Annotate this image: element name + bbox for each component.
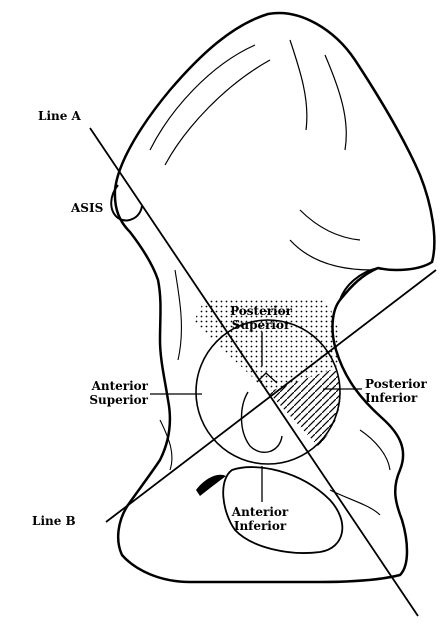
anterior-superior-line-2: Superior <box>56 393 148 407</box>
anterior-inferior-line-1: Anterior <box>215 505 305 519</box>
anterior-inferior-line-2: Inferior <box>215 519 305 533</box>
anterior-inferior-label: Anterior Inferior <box>215 505 305 533</box>
posterior-superior-label: Posterior Superior <box>216 304 306 332</box>
anterior-superior-line-1: Anterior <box>56 379 148 393</box>
asis-label: ASIS <box>71 201 103 215</box>
posterior-inferior-line-1: Posterior <box>365 377 427 391</box>
posterior-superior-line-2: Superior <box>216 318 306 332</box>
line-b-label: Line B <box>32 514 76 528</box>
posterior-inferior-label: Posterior Inferior <box>365 377 427 405</box>
posterior-inferior-line-2: Inferior <box>365 391 427 405</box>
anterior-superior-label: Anterior Superior <box>56 379 148 407</box>
posterior-superior-line-1: Posterior <box>216 304 306 318</box>
line-a-label: Line A <box>38 109 81 123</box>
